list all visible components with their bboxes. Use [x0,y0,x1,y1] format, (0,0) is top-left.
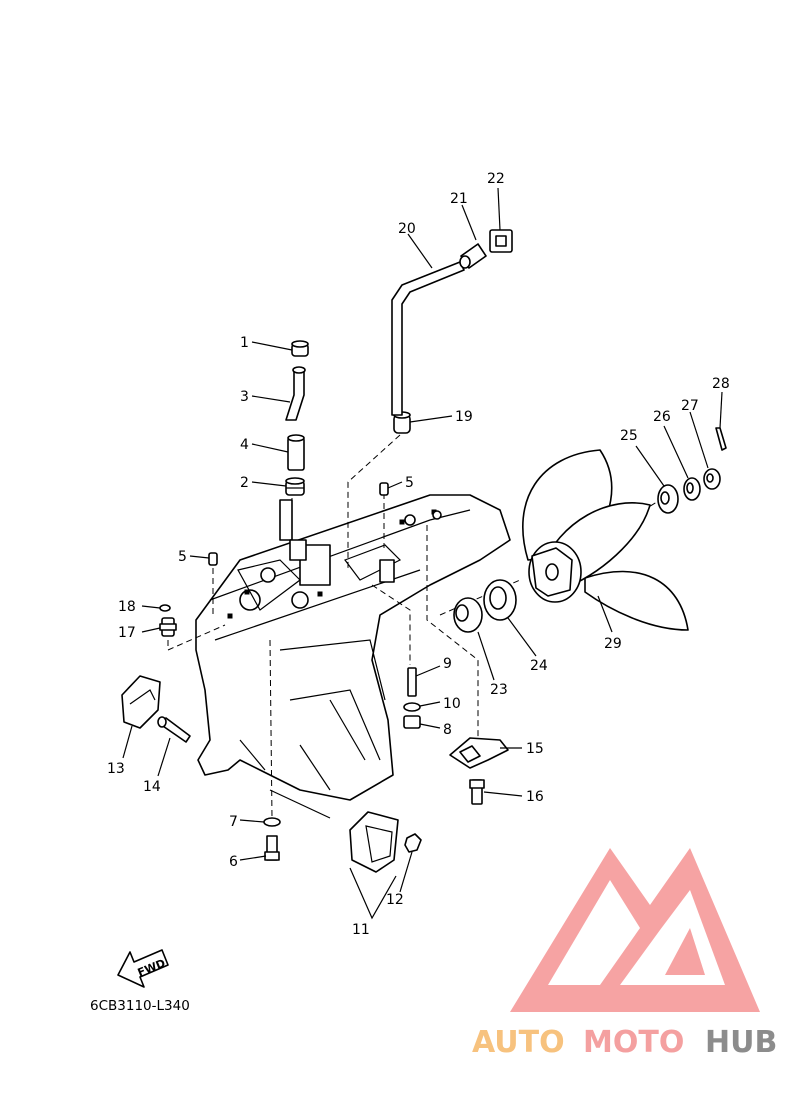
callout-14: 14 [143,779,161,795]
callout-28: 28 [712,376,730,392]
part-9-stud [407,667,417,697]
callout-22: 22 [487,171,505,187]
callout-4: 4 [240,437,249,453]
part-26-washer [683,477,701,501]
callout-1: 1 [240,335,249,351]
fwd-arrow: FWD [117,949,169,988]
watermark-logo [510,848,760,1012]
part-21-bushing [459,243,487,269]
callout-24: 24 [530,658,548,674]
callout-5a: 5 [405,475,414,491]
part-25-spacer [657,484,679,514]
callout-21: 21 [450,191,468,207]
part-8-nut [403,715,421,729]
callout-18: 18 [118,599,136,615]
part-27-nut [703,468,721,490]
part-15-cover [449,737,509,769]
part-24-washer [483,579,517,621]
callout-7: 7 [229,814,238,830]
callout-16: 16 [526,789,544,805]
part-2-grommet [285,477,305,496]
callout-11: 11 [352,922,370,938]
part-16-bolt [469,779,485,805]
callout-6: 6 [229,854,238,870]
callout-26: 26 [653,409,671,425]
callout-8: 8 [443,722,452,738]
watermark-text-moto: MOTO [583,1025,684,1060]
callout-29: 29 [604,636,622,652]
watermark-text-hub: HUB [705,1025,777,1060]
part-17-fitting [159,617,177,637]
callout-27: 27 [681,398,699,414]
callout-5b: 5 [178,549,187,565]
part-3-hose [285,366,306,421]
part-11-anode [349,811,399,873]
part-13-cover [121,675,161,729]
diagram-code: 6CB3110-L340 [90,998,190,1014]
callout-12: 12 [386,892,404,908]
callout-25: 25 [620,428,638,444]
callout-3: 3 [240,389,249,405]
part-6-bolt [264,835,280,861]
part-1-grommet [291,340,309,357]
watermark-text-auto: AUTO [472,1025,565,1060]
callout-20: 20 [398,221,416,237]
callout-2: 2 [240,475,249,491]
part-23-spacer [453,597,483,633]
part-29-propeller [522,449,689,631]
part-22-clip [489,229,513,253]
part-20-rod [391,261,465,416]
part-4-sleeve [287,434,305,471]
lower-casing [195,494,511,801]
callout-13: 13 [107,761,125,777]
callout-9: 9 [443,656,452,672]
part-7-washer [263,817,281,827]
part-12-nut [404,833,422,853]
part-10-washer [403,702,421,712]
part-5-pin [208,482,389,566]
part-14-bolt [157,716,191,743]
callout-19: 19 [455,409,473,425]
watermark-text: AUTO MOTO HUB [472,1025,777,1060]
part-18-o-ring [159,604,171,612]
callout-10: 10 [443,696,461,712]
callout-17: 17 [118,625,136,641]
callout-15: 15 [526,741,544,757]
callouts: 1 2 3 4 5 5 6 7 8 9 10 11 12 13 14 15 16… [107,171,730,938]
callout-23: 23 [490,682,508,698]
leader-lines [122,187,723,920]
part-28-cotter-pin [715,427,727,451]
